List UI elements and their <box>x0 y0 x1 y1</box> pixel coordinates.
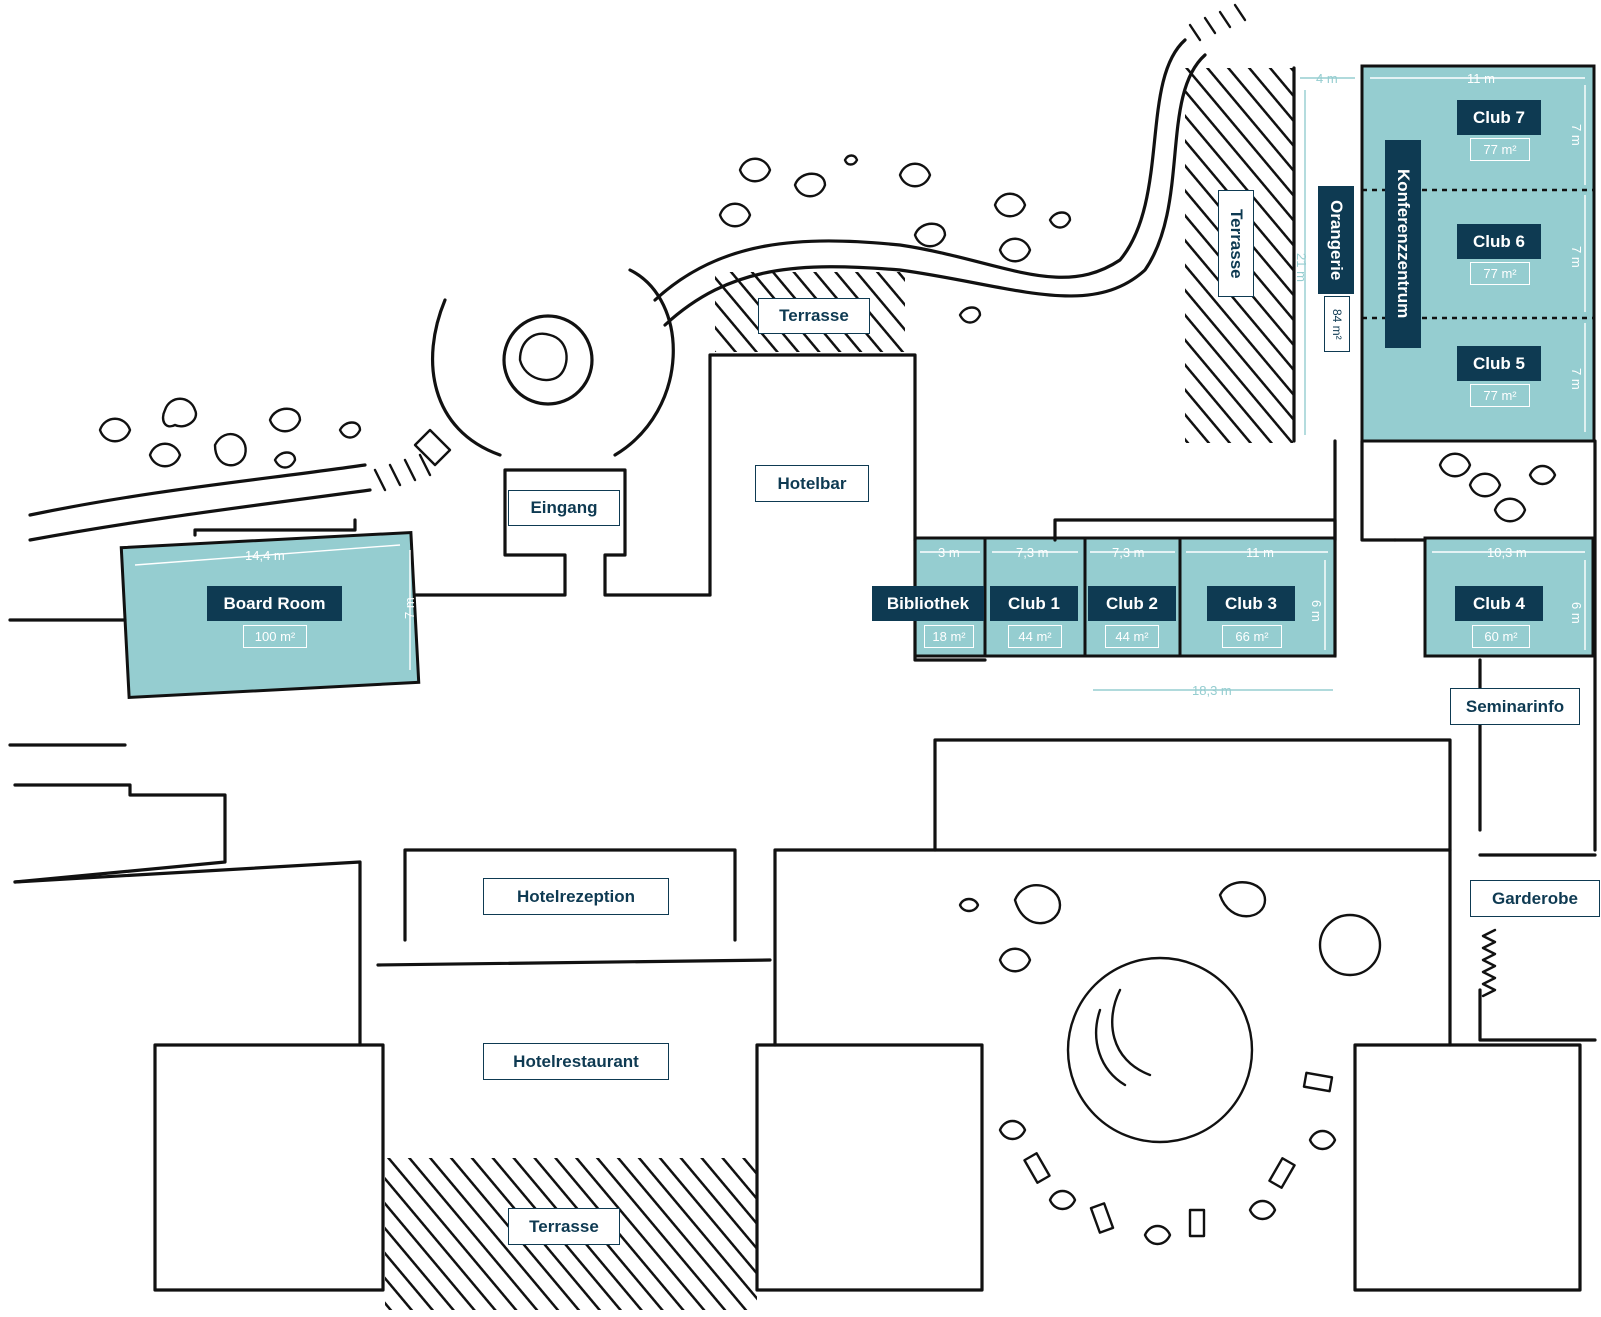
orangerie-label[interactable]: Orangerie <box>1318 186 1354 294</box>
club2-area-value: 44 m² <box>1105 625 1159 648</box>
club4-label[interactable]: Club 4 <box>1455 586 1543 621</box>
club7-label[interactable]: Club 7 <box>1457 100 1541 135</box>
club4-width-dim: 10,3 m <box>1487 545 1527 560</box>
orangerie-text: Orangerie <box>1327 199 1346 281</box>
garderobe-rail <box>1481 928 1497 998</box>
board-room-width-dim: 14,4 m <box>245 548 285 563</box>
label-terrasse-right-text: Terrasse <box>1227 208 1246 279</box>
board-room-label[interactable]: Board Room <box>207 586 342 621</box>
bibliothek-area-value: 18 m² <box>924 625 974 648</box>
label-eingang: Eingang <box>508 490 620 526</box>
bibliothek-label[interactable]: Bibliothek <box>872 586 984 621</box>
club7-depth-dim: 7 m <box>1569 124 1584 146</box>
orangerie-length-dim: 21 m <box>1294 253 1309 282</box>
club3-width-dim: 11 m <box>1246 545 1274 560</box>
club1-label[interactable]: Club 1 <box>990 586 1078 621</box>
konferenzzentrum-text: Konferenzzentrum <box>1394 169 1413 319</box>
club6-depth-dim: 7 m <box>1569 246 1584 268</box>
club6-area-value: 77 m² <box>1470 262 1530 285</box>
label-terrasse-top: Terrasse <box>758 298 870 334</box>
bush-cluster-right <box>1438 452 1557 523</box>
board-room-area-value: 100 m² <box>243 625 307 648</box>
club6-label[interactable]: Club 6 <box>1457 224 1541 259</box>
courtyard-garden <box>958 881 1382 1246</box>
club3-area-value: 66 m² <box>1222 625 1282 648</box>
label-hotelrestaurant: Hotelrestaurant <box>483 1043 669 1080</box>
konferenzzentrum-label[interactable]: Konferenzzentrum <box>1385 140 1421 348</box>
club-row-total-dim: 18,3 m <box>1192 683 1232 698</box>
club2-label[interactable]: Club 2 <box>1088 586 1176 621</box>
club5-depth-dim: 7 m <box>1569 368 1584 390</box>
label-terrasse-right: Terrasse <box>1218 190 1254 297</box>
club7-area-value: 77 m² <box>1470 138 1530 161</box>
orangerie-width-dim: 4 m <box>1316 71 1338 86</box>
bush-cluster-left <box>98 397 362 469</box>
orangerie-area-text: 84 m² <box>1330 308 1344 340</box>
club3-label[interactable]: Club 3 <box>1207 586 1295 621</box>
bush-cluster-top <box>718 154 1072 324</box>
label-terrasse-bottom: Terrasse <box>508 1208 620 1245</box>
club3-depth-dim: 6 m <box>1309 600 1324 622</box>
club4-depth-dim: 6 m <box>1569 602 1584 624</box>
label-hotelbar: Hotelbar <box>755 465 869 502</box>
label-seminarinfo: Seminarinfo <box>1450 688 1580 725</box>
club5-label[interactable]: Club 5 <box>1457 346 1541 381</box>
orangerie-area-value: 84 m² <box>1324 296 1350 352</box>
club5-area-value: 77 m² <box>1470 384 1530 407</box>
club4-area-value: 60 m² <box>1472 625 1530 648</box>
board-room-depth-dim: 7 m <box>402 597 417 619</box>
label-hotelrezeption: Hotelrezeption <box>483 878 669 915</box>
club1-area-value: 44 m² <box>1008 625 1062 648</box>
club1-width-dim: 7,3 m <box>1016 545 1049 560</box>
club7-width-dim: 11 m <box>1467 71 1495 86</box>
bibliothek-width-dim: 3 m <box>938 545 960 560</box>
label-garderobe: Garderobe <box>1470 880 1600 917</box>
dimension-lines: 14,4 m 7 m 3 m 7,3 m 7,3 m 11 m 6 m 10,3… <box>134 71 1586 698</box>
club2-width-dim: 7,3 m <box>1112 545 1145 560</box>
